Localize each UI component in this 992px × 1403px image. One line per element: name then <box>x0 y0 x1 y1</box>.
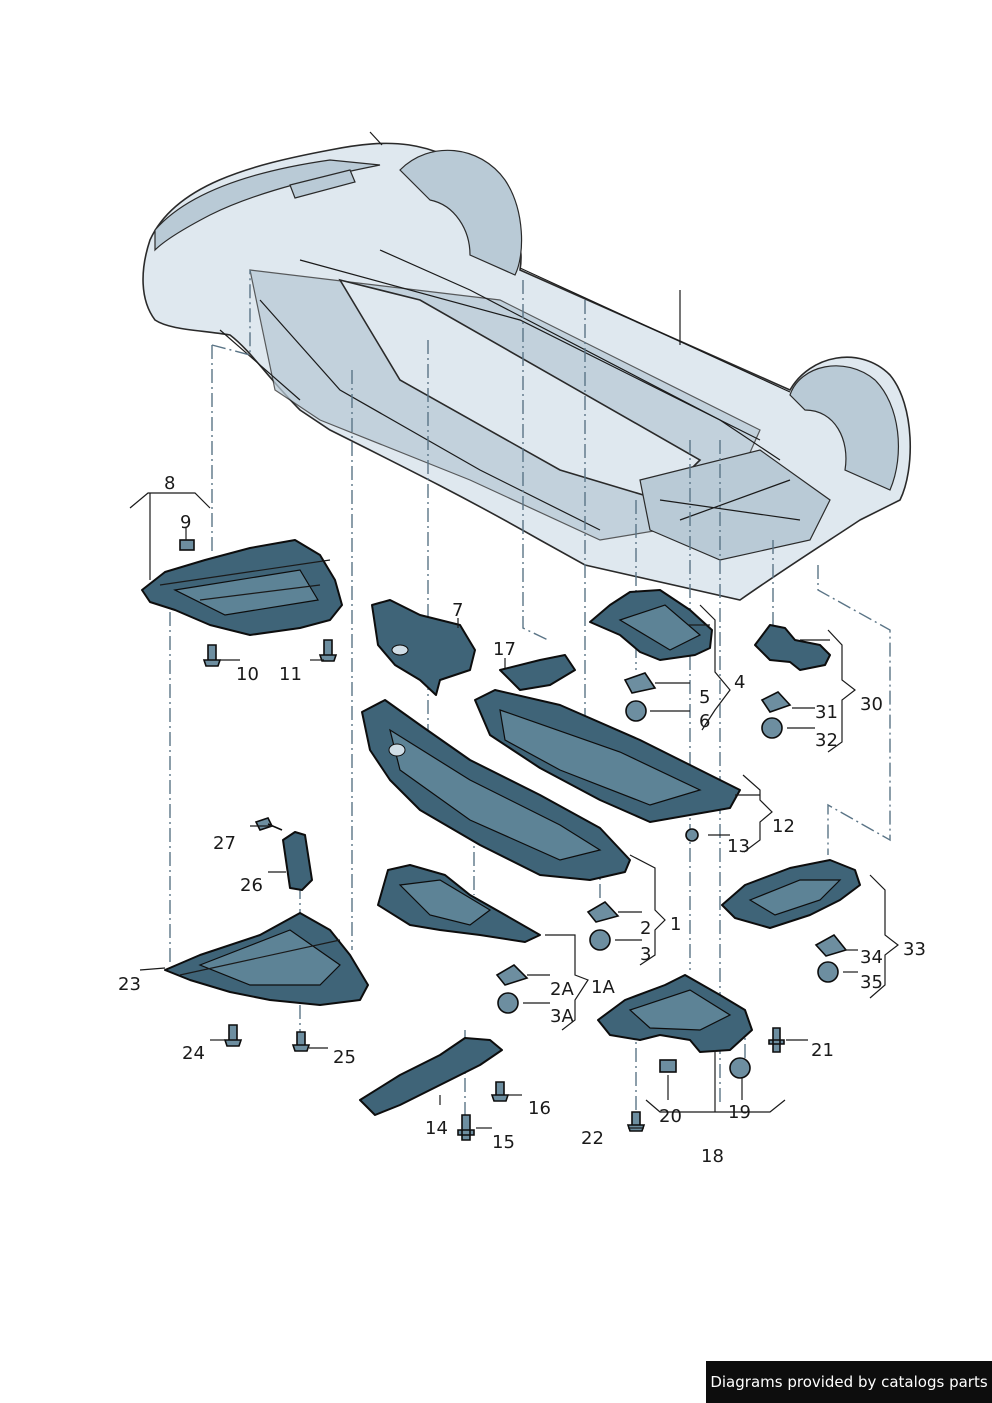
nut-3-icon <box>589 929 611 951</box>
callout-1a: 1A <box>591 977 615 998</box>
callout-2: 2 <box>640 918 651 939</box>
callout-21: 21 <box>811 1040 834 1061</box>
callout-35: 35 <box>860 972 883 993</box>
callout-8: 8 <box>164 473 175 494</box>
callout-9: 9 <box>180 512 191 533</box>
leader-lines <box>129 492 899 1129</box>
callout-27: 27 <box>213 833 236 854</box>
callout-labels: 8 9 10 11 7 17 4 5 6 30 31 32 12 13 27 2… <box>118 473 926 1167</box>
part-1a-panel <box>377 864 541 943</box>
part-18-undertray <box>597 974 785 1132</box>
callout-22: 22 <box>581 1128 604 1149</box>
callout-7: 7 <box>452 600 463 621</box>
screw-25-icon <box>291 1031 311 1052</box>
callout-1: 1 <box>670 914 681 935</box>
screw-16-icon <box>490 1081 510 1102</box>
callout-18: 18 <box>701 1146 724 1167</box>
callout-3a: 3A <box>550 1006 574 1027</box>
part-30-cover <box>754 624 831 739</box>
part-8-engine-undertray <box>141 539 343 667</box>
clip-20-icon <box>659 1059 677 1073</box>
screw-22-icon <box>626 1111 646 1132</box>
callout-4: 4 <box>734 672 745 693</box>
callout-15: 15 <box>492 1132 515 1153</box>
callout-19: 19 <box>728 1102 751 1123</box>
spreader-2-icon <box>586 900 620 923</box>
callout-3: 3 <box>640 944 651 965</box>
spreader-5-icon <box>623 672 657 694</box>
vehicle-underbody <box>142 131 912 601</box>
spreader-2a-icon <box>495 963 529 986</box>
callout-14: 14 <box>425 1118 448 1139</box>
part-12-side-panel <box>474 689 741 842</box>
part-23-undertray <box>164 912 369 1052</box>
callout-30: 30 <box>860 694 883 715</box>
callout-32: 32 <box>815 730 838 751</box>
callout-13: 13 <box>727 836 750 857</box>
callout-24: 24 <box>182 1043 205 1064</box>
callout-31: 31 <box>815 702 838 723</box>
nut-35-icon <box>817 961 839 983</box>
bolt-21-icon <box>768 1027 785 1053</box>
callout-20: 20 <box>659 1106 682 1127</box>
callout-2a: 2A <box>550 979 574 1000</box>
screw-27-icon <box>254 817 283 831</box>
nut-3a-icon <box>497 992 519 1014</box>
callout-12: 12 <box>772 816 795 837</box>
screw-10-icon <box>202 644 222 667</box>
callout-11: 11 <box>279 664 302 685</box>
screw-24-icon <box>223 1024 243 1047</box>
callout-16: 16 <box>528 1098 551 1119</box>
clip-9-icon <box>179 539 195 551</box>
nut-6-icon <box>625 700 647 722</box>
callout-34: 34 <box>860 947 883 968</box>
part-14-panel <box>359 1037 510 1141</box>
bolt-15-icon <box>457 1114 475 1141</box>
nut-32-icon <box>761 717 783 739</box>
callout-17: 17 <box>493 639 516 660</box>
callout-26: 26 <box>240 875 263 896</box>
callout-10: 10 <box>236 664 259 685</box>
nut-19-icon <box>729 1057 751 1079</box>
credit-banner: Diagrams provided by catalogs parts <box>706 1361 992 1403</box>
callout-33: 33 <box>903 939 926 960</box>
part-4-cover <box>589 589 713 722</box>
callout-25: 25 <box>333 1047 356 1068</box>
callout-23: 23 <box>118 974 141 995</box>
part-17-bracket <box>499 654 576 691</box>
part-7-heat-shield <box>371 599 476 696</box>
screw-11-icon <box>318 639 338 662</box>
small-fasteners <box>495 900 620 1014</box>
callout-5: 5 <box>699 687 710 708</box>
clip-13-icon <box>685 828 699 842</box>
spreader-31-icon <box>760 691 792 713</box>
part-26-bracket <box>254 817 313 891</box>
part-33-undertray <box>721 859 861 983</box>
spreader-34-icon <box>814 933 848 957</box>
part-1-tunnel-panel <box>361 699 631 881</box>
callout-6: 6 <box>699 711 710 732</box>
